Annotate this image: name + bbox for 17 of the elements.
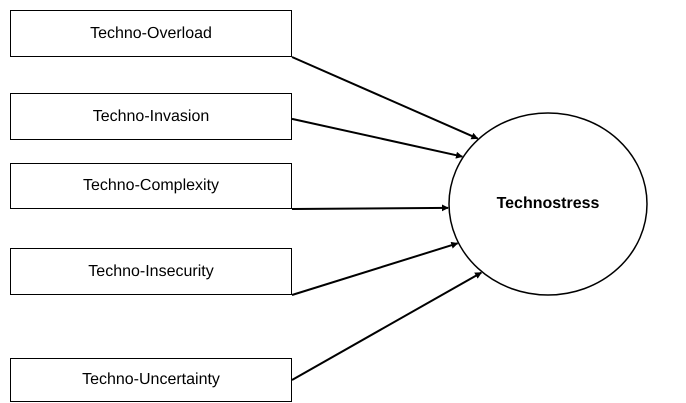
node-label: Techno-Complexity	[82, 177, 220, 195]
process-box	[10, 248, 292, 295]
node-label: Techno-Overload	[90, 24, 212, 42]
node-label: Technostress	[496, 195, 600, 213]
arrow	[292, 118, 463, 159]
arrow	[292, 56, 478, 140]
node-label: Techno-Insecurity	[88, 262, 214, 280]
ellipse-node	[448, 112, 648, 296]
arrow	[292, 242, 458, 296]
process-box	[10, 10, 292, 57]
node-label: Techno-Uncertainty	[82, 371, 220, 389]
arrow	[292, 204, 449, 212]
process-box	[10, 358, 292, 402]
process-box	[10, 93, 292, 140]
arrow	[292, 272, 482, 381]
node-label: Techno-Invasion	[92, 108, 210, 126]
process-box	[10, 163, 292, 209]
